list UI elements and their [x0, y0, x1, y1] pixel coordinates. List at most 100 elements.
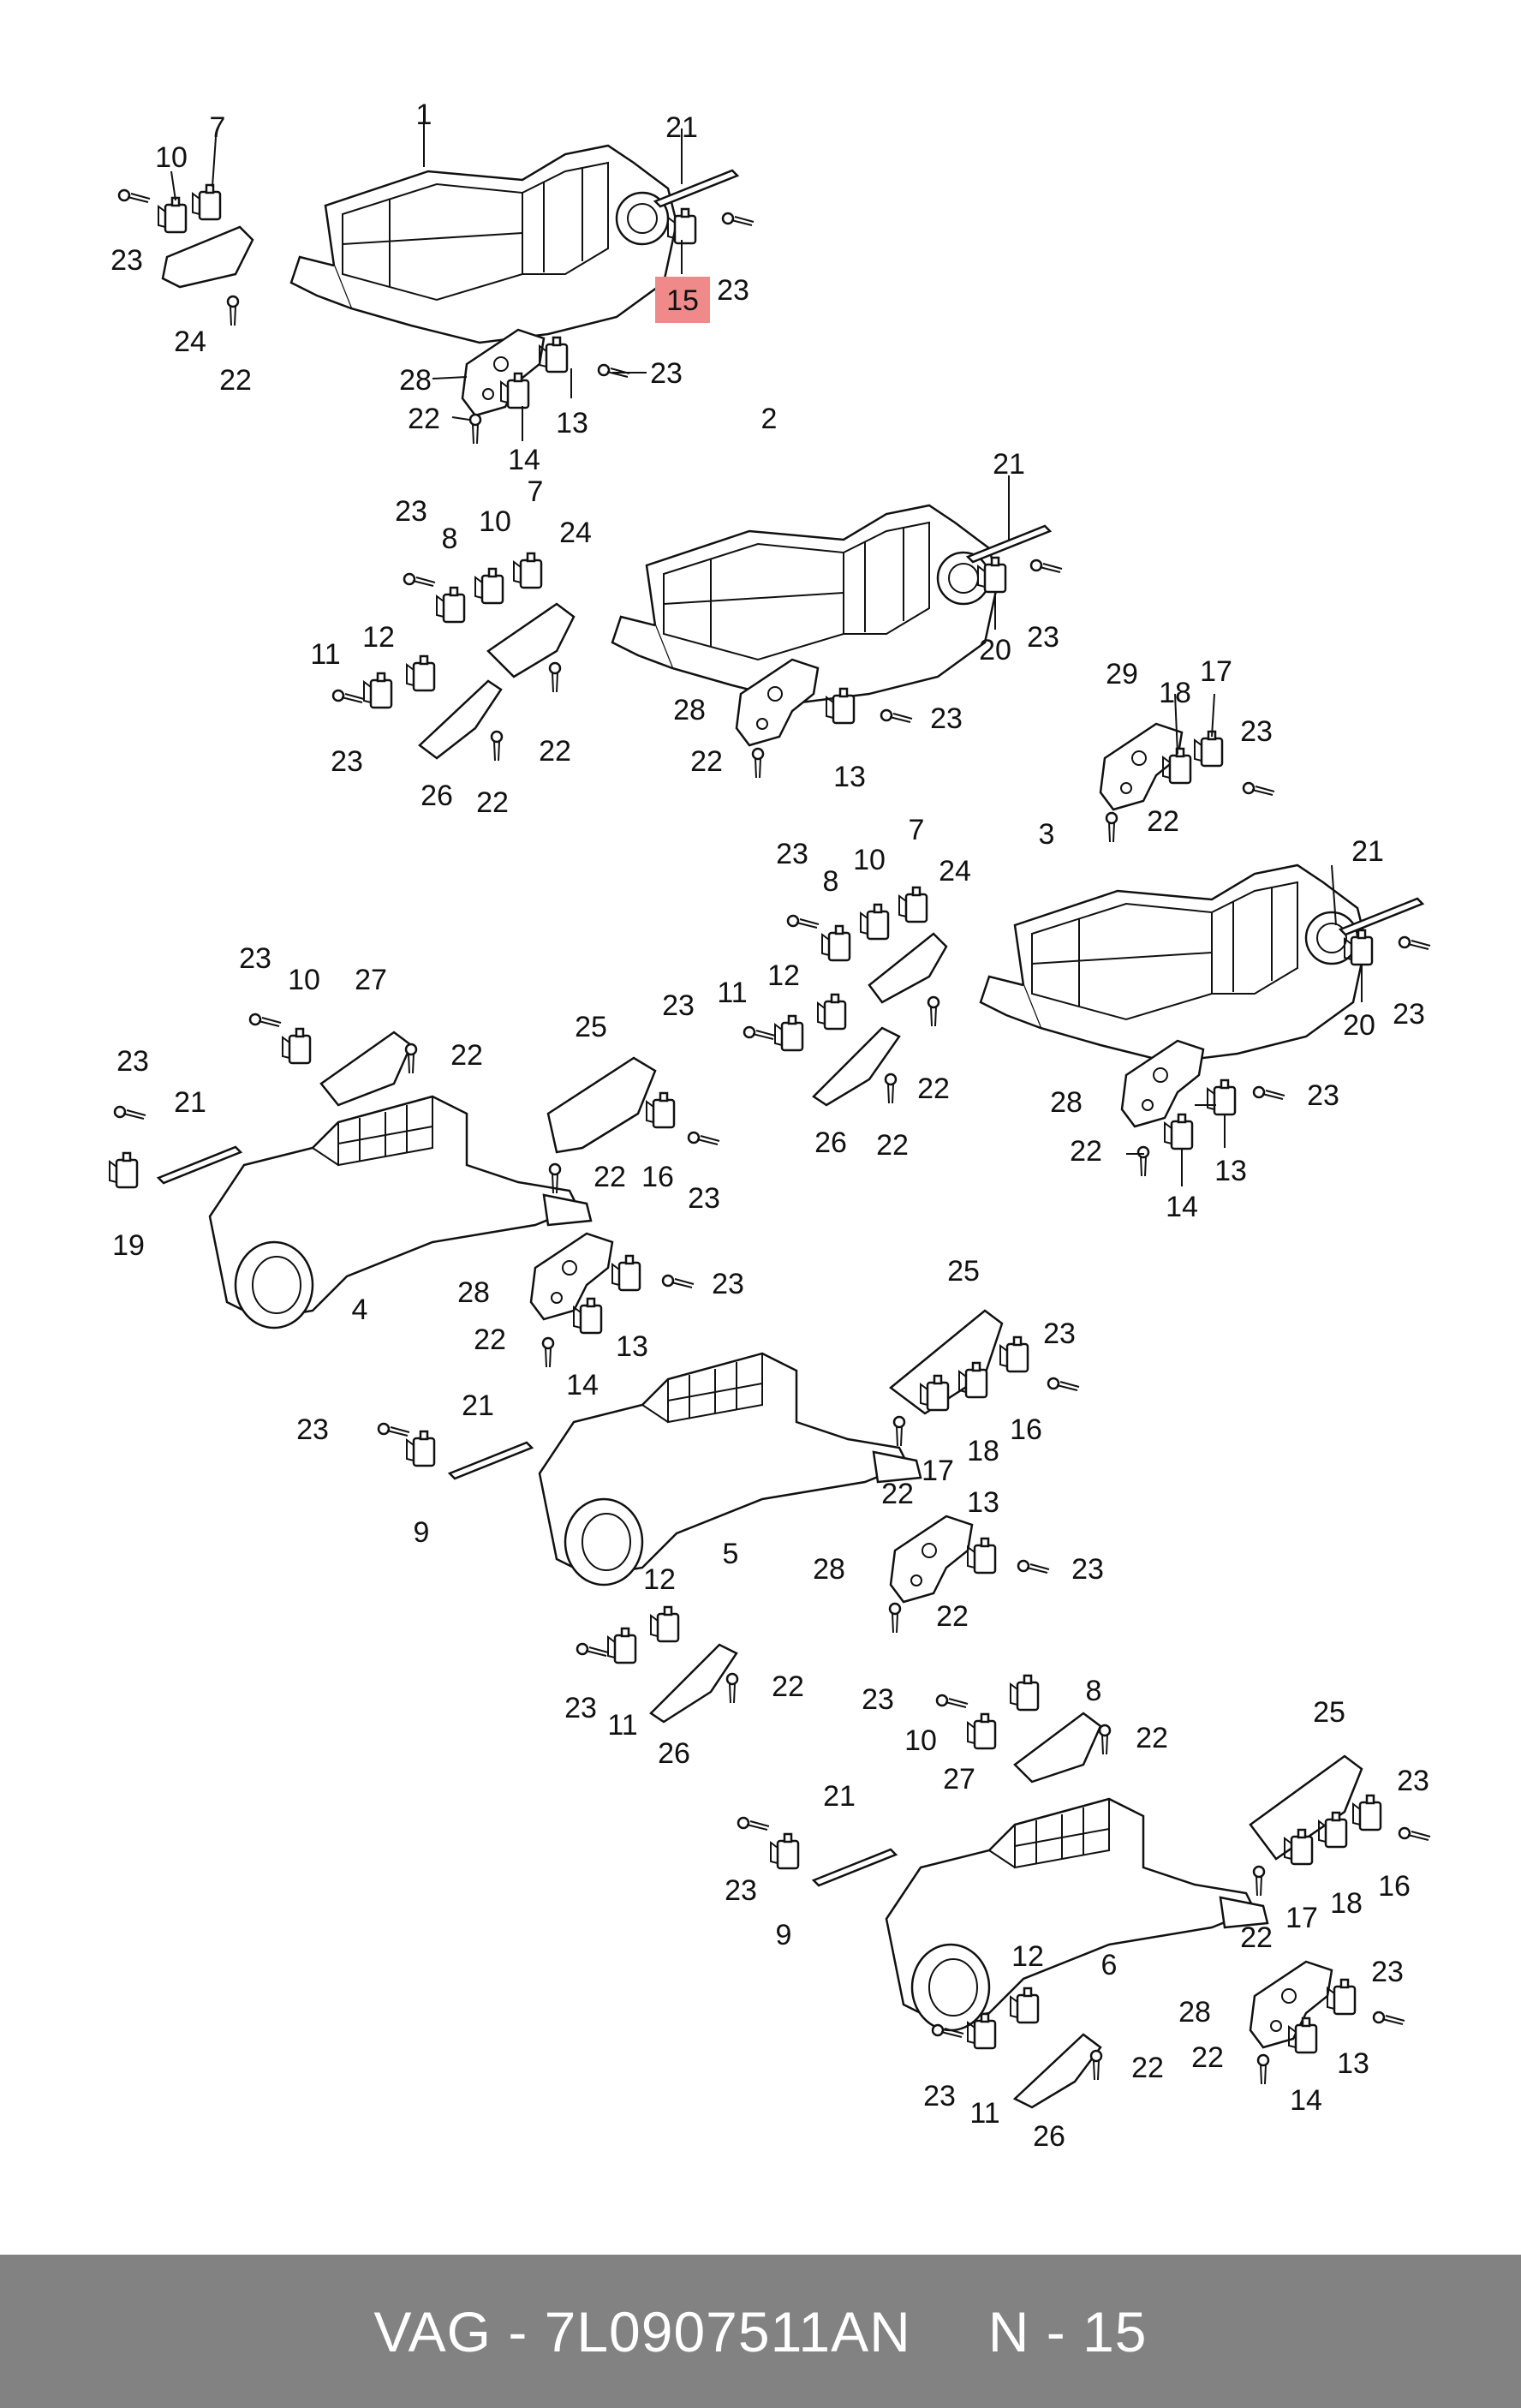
callout: 11 [969, 2097, 999, 2130]
callout: 28 [457, 1276, 490, 1309]
callout: 26 [658, 1737, 690, 1770]
callout: 17 [922, 1455, 954, 1487]
leader-lines [170, 111, 1363, 1186]
callout: 23 [717, 274, 749, 307]
callout: 23 [116, 1045, 149, 1078]
callout: 22 [450, 1039, 483, 1072]
callout: 23 [1371, 1956, 1404, 1988]
callout: 23 [776, 838, 808, 870]
callout: 13 [1337, 2047, 1369, 2080]
callout: 23 [1071, 1553, 1104, 1586]
callout: 25 [947, 1255, 980, 1288]
callout: 24 [559, 517, 592, 549]
callout: 27 [943, 1763, 975, 1796]
callout: 14 [566, 1369, 599, 1401]
callout: 17 [1285, 1902, 1318, 1934]
callout: 13 [616, 1330, 648, 1363]
callout: 18 [967, 1435, 999, 1467]
callout: 13 [1214, 1155, 1247, 1187]
highlight-box [655, 277, 710, 323]
exploded-parts-diagram: 1 7 10 21 23 23 15 24 22 28 23 22 13 14 … [108, 99, 1432, 2153]
callout: 22 [1191, 2041, 1224, 2074]
callout: 7 [210, 111, 226, 144]
callout: 25 [1313, 1696, 1345, 1729]
actuator-group-6 [576, 1605, 739, 1724]
callout: 23 [930, 702, 963, 735]
callout: 23 [564, 1692, 597, 1724]
callout: 23 [395, 495, 427, 528]
callout: 8 [1086, 1675, 1102, 1707]
callout: 10 [479, 505, 511, 538]
callout: 22 [474, 1324, 506, 1356]
callout: 10 [904, 1724, 937, 1757]
callout: 22 [881, 1478, 914, 1510]
callout: 9 [776, 1919, 792, 1951]
callout: 28 [399, 364, 432, 397]
callout: 23 [712, 1268, 744, 1300]
callout: 10 [853, 844, 886, 876]
callout: 22 [917, 1073, 950, 1105]
callout: 4 [352, 1294, 368, 1326]
callout: 23 [331, 745, 363, 778]
callout: 7 [528, 475, 544, 508]
heater-unit-1 [117, 144, 755, 445]
callout: 22 [1070, 1135, 1102, 1168]
callout: 22 [1131, 2052, 1164, 2084]
callout: 9 [414, 1516, 430, 1549]
callout: 23 [862, 1683, 894, 1716]
callout: 14 [508, 444, 540, 476]
callout: 12 [767, 959, 800, 992]
callout: 23 [110, 244, 143, 277]
position-label: N - 15 [987, 2299, 1148, 2363]
callout: 7 [909, 814, 925, 846]
callout: 21 [665, 111, 698, 144]
callout: 22 [593, 1161, 626, 1193]
callout: 23 [239, 942, 271, 975]
callout: 2 [761, 403, 778, 435]
callout: 19 [112, 1229, 145, 1262]
callout: 25 [575, 1011, 607, 1043]
callout: 23 [662, 989, 695, 1022]
callout: 23 [1397, 1765, 1429, 1797]
callout: 23 [923, 2080, 956, 2112]
callout: 22 [936, 1600, 969, 1633]
callout: 10 [288, 964, 320, 996]
callout: 23 [1240, 715, 1273, 748]
callout-highlighted: 15 [666, 284, 699, 317]
callout: 23 [725, 1874, 757, 1907]
callout: 23 [296, 1413, 329, 1446]
callout: 13 [556, 407, 588, 439]
callout: 24 [939, 855, 971, 887]
part-number: 7L0907511AN [544, 2299, 911, 2363]
callout: 11 [607, 1709, 637, 1742]
callout: 18 [1330, 1887, 1363, 1920]
callout: 16 [1010, 1413, 1042, 1446]
part-number-footer: VAG - 7L0907511AN N - 15 [0, 2255, 1521, 2408]
callout: 14 [1166, 1191, 1198, 1223]
callout: 5 [723, 1538, 739, 1570]
callout: 21 [823, 1780, 856, 1813]
callout: 8 [442, 523, 458, 555]
callout: 22 [1147, 805, 1179, 838]
callout: 22 [1136, 1722, 1168, 1754]
callout: 28 [1050, 1086, 1083, 1119]
separator: - [508, 2299, 528, 2363]
callout: 22 [690, 745, 723, 778]
callout: 13 [833, 761, 866, 793]
callout: 12 [1011, 1940, 1044, 1973]
callout: 20 [1343, 1009, 1375, 1042]
callout-labels: 1 7 10 21 23 23 15 24 22 28 23 22 13 14 … [110, 99, 1429, 2153]
callout: 23 [1307, 1079, 1339, 1112]
callout: 28 [1178, 1996, 1211, 2029]
callout: 16 [641, 1161, 674, 1193]
duct-unit-5 [377, 1309, 1081, 1634]
callout: 24 [174, 326, 206, 358]
callout: 22 [876, 1129, 909, 1162]
callout: 11 [310, 638, 340, 671]
duct-unit-6 [737, 1674, 1432, 2109]
heater-unit-2 [331, 504, 1064, 780]
callout: 22 [1240, 1921, 1273, 1954]
callout: 28 [673, 694, 706, 726]
callout: 26 [421, 780, 453, 812]
callout: 23 [650, 357, 683, 390]
